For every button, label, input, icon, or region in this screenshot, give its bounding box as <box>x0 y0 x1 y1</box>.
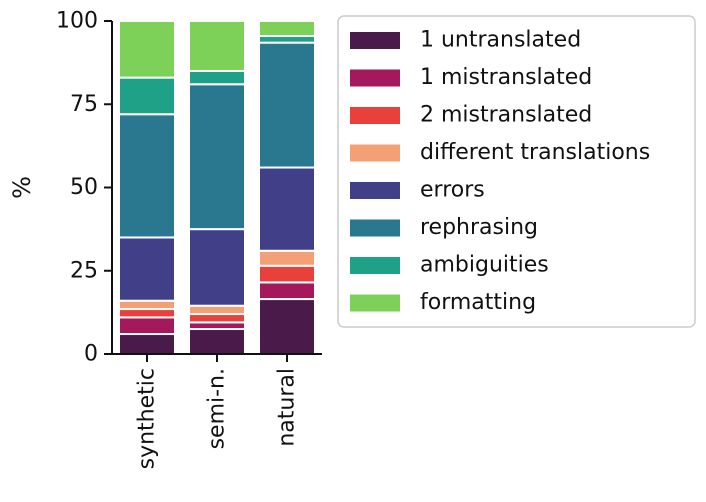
legend-swatch <box>350 182 400 199</box>
y-tick-label: 50 <box>70 175 98 200</box>
x-tick-label: natural <box>275 368 300 447</box>
legend-swatch <box>350 107 400 124</box>
bar-segment <box>118 333 176 355</box>
bar-segment <box>188 328 246 355</box>
bar-segment <box>118 299 176 311</box>
bar-segment <box>258 166 316 252</box>
bar-segment <box>258 41 316 169</box>
bar-segment <box>188 304 246 316</box>
bar-segment <box>188 228 246 307</box>
bar-segment <box>258 20 316 37</box>
bar-segment <box>118 308 176 319</box>
bar-segment <box>258 264 316 284</box>
bar-segment <box>188 83 246 231</box>
bar-segment <box>118 113 176 239</box>
y-tick-label: 0 <box>84 342 98 367</box>
bar-segment <box>118 316 176 336</box>
legend-swatch <box>350 257 400 274</box>
y-axis-title: % <box>8 176 36 199</box>
x-tick-label: semi-n. <box>205 368 230 449</box>
legend-label: rephrasing <box>420 215 538 240</box>
legend-swatch <box>350 219 400 237</box>
legend-swatch <box>350 144 400 162</box>
bar-segment <box>258 249 316 267</box>
y-tick-label: 100 <box>56 9 98 34</box>
bar-segment <box>118 76 176 116</box>
legend-label: different translations <box>420 140 650 165</box>
legend-swatch <box>350 69 400 87</box>
bar-segment <box>188 69 246 86</box>
legend-frame <box>337 15 696 328</box>
legend-label: 1 mistranslated <box>420 65 592 90</box>
legend-label: ambiguities <box>420 253 549 278</box>
bar-segment <box>188 321 246 331</box>
bar-segment <box>188 313 246 324</box>
y-tick-label: 25 <box>70 258 98 283</box>
bar-segment <box>188 20 246 72</box>
bar-segment <box>258 298 316 355</box>
x-tick-label: synthetic <box>135 368 160 469</box>
legend: 1 untranslated 1 mistranslated 2 mistransl… <box>337 15 696 328</box>
legend-label: formatting <box>420 290 536 315</box>
bar-segment <box>258 281 316 301</box>
bar-segment <box>118 20 176 79</box>
bar-segment <box>118 236 176 302</box>
legend-label: 2 mistranslated <box>420 103 592 128</box>
legend-label: errors <box>420 178 485 203</box>
legend-label: 1 untranslated <box>420 28 581 53</box>
axes-layer: synthetic semi-n. natural 0 25 50 75 100 <box>56 9 322 469</box>
bars-layer <box>118 20 316 355</box>
legend-swatch <box>350 294 400 312</box>
y-tick-label: 75 <box>70 92 98 117</box>
legend-swatch <box>350 32 400 49</box>
